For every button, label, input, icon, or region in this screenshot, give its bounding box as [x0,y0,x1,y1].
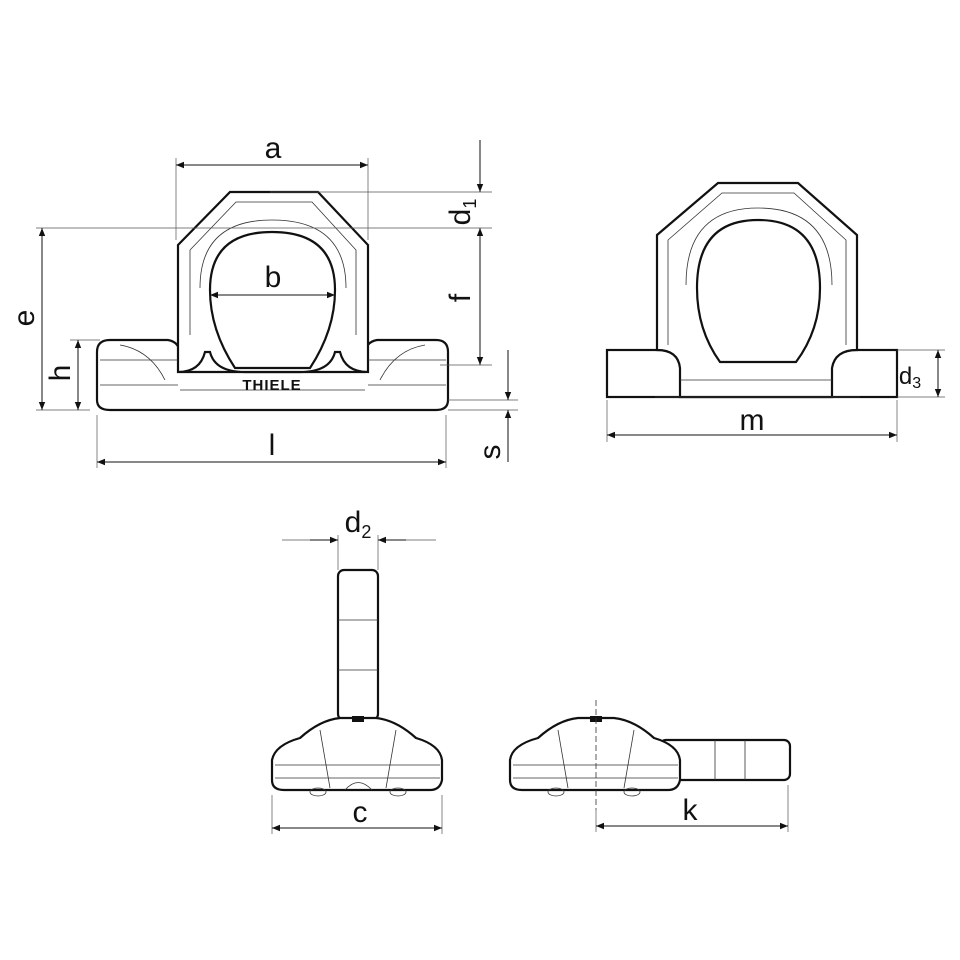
dim-k-label: k [683,794,699,827]
extension-lines [36,158,945,834]
dim-d3-label: d3 [899,363,921,392]
bottom-view-right [508,700,792,810]
side-view [605,181,899,399]
dim-b-label: b [265,261,282,294]
dim-a-label: a [265,132,282,165]
dim-d1-label: d1 [444,199,480,226]
dim-f-label: f [444,293,477,302]
brand-label: THIELE [242,377,301,394]
dimension-lines [38,140,942,832]
dim-e-label: e [8,310,41,327]
dimension-labels: a b d1 f e h l s m d3 d2 c k [8,132,921,829]
dim-s-label: s [474,445,507,460]
dim-l-label: l [269,429,276,462]
bottom-view-left [270,568,444,797]
front-view: THIELE [95,190,450,412]
dim-d2-label: d2 [345,506,372,542]
dim-c-label: c [353,796,368,829]
dim-h-label: h [44,365,77,382]
dim-m-label: m [740,404,765,437]
